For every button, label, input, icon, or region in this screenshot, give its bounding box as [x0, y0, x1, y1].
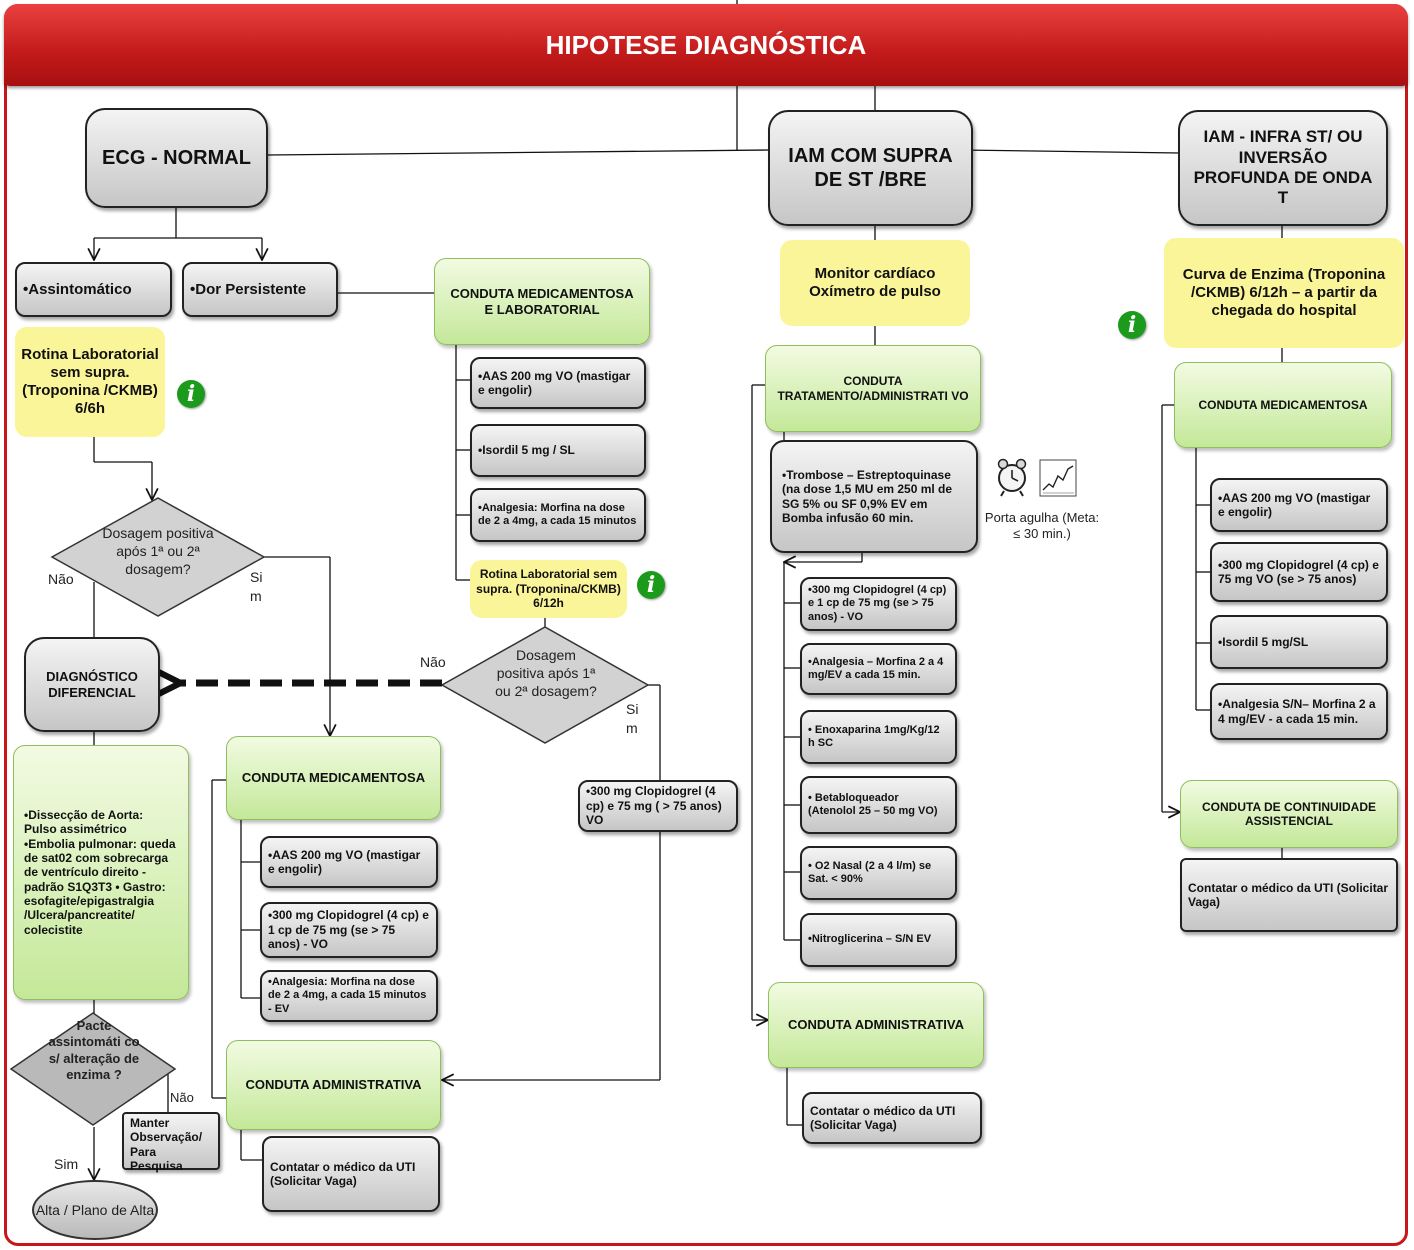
- diagnostico-diferencial-box: DIAGNÓSTICO DIFERENCIAL: [24, 637, 160, 732]
- info-icon[interactable]: i: [1118, 311, 1146, 339]
- assintomatico-box: •Assintomático: [15, 262, 172, 317]
- conduta-medicamentosa-middle: CONDUTA MEDICAMENTOSA: [226, 736, 441, 820]
- conduta-tratamento: CONDUTA TRATAMENTO/ADMINISTRATI VO: [765, 345, 981, 432]
- contatar-uti-infra: Contatar o médico da UTI (Solicitar Vaga…: [1180, 858, 1398, 932]
- iam-infra-box: IAM - INFRA ST/ OU INVERSÃO PROFUNDA DE …: [1178, 110, 1388, 226]
- iam-supra-box: IAM COM SUPRA DE ST /BRE: [768, 110, 973, 226]
- infra-item: •300 mg Clopidogrel (4 cp) e 75 mg VO (s…: [1210, 542, 1388, 602]
- monitor-cardiaco-box: Monitor cardíaco Oxímetro de pulso: [780, 240, 970, 326]
- diagram-frame: [4, 4, 1408, 1246]
- decision-1-text: Dosagem positiva após 1ª ou 2ª dosagem?: [102, 525, 214, 578]
- clopidogrel-side-box: •300 mg Clopidogrel (4 cp) e 75 mg ( > 7…: [578, 780, 738, 832]
- med-item: •AAS 200 mg VO (mastigar e engolir): [260, 836, 438, 888]
- med-lab-item: •AAS 200 mg VO (mastigar e engolir): [470, 357, 646, 409]
- supra-item: •Nitroglicerina – S/N EV: [800, 913, 957, 967]
- infra-item: •Analgesia S/N– Morfina 2 a 4 mg/EV - a …: [1210, 683, 1388, 740]
- decision-diamond-1: [50, 497, 266, 617]
- dor-persistente-box: •Dor Persistente: [182, 262, 338, 317]
- decision-3-sim-label: Sim: [54, 1156, 79, 1172]
- supra-item: •Analgesia – Morfina 2 a 4 mg/EV a cada …: [800, 643, 957, 695]
- porta-agulha-label: Porta agulha (Meta: ≤ 30 min.): [984, 510, 1100, 542]
- decision-2-sim-label: Si m: [626, 701, 639, 736]
- contatar-uti-supra: Contatar o médico da UTI (Solicitar Vaga…: [802, 1092, 982, 1144]
- decision-3-nao-label: Não: [170, 1090, 194, 1105]
- alta-plano-oval: Alta / Plano de Alta: [32, 1180, 158, 1240]
- alarm-clock-icon: [997, 458, 1027, 497]
- rotina-laboratorial-1: Rotina Laboratorial sem supra. (Troponin…: [15, 327, 165, 437]
- rotina-laboratorial-2: Rotina Laboratorial sem supra. (Troponin…: [470, 560, 627, 618]
- decision-1-sim-label: Si m: [250, 569, 263, 604]
- ecg-normal-box: ECG - NORMAL: [85, 108, 268, 208]
- decision-1-nao-label: Não: [48, 571, 74, 587]
- page-title: HIPOTESE DIAGNÓSTICA: [4, 4, 1408, 86]
- diferencial-details-box: •Dissecção de Aorta: Pulso assimétrico •…: [13, 745, 189, 1000]
- conduta-medicamentosa-infra: CONDUTA MEDICAMENTOSA: [1174, 362, 1392, 448]
- supra-item: •300 mg Clopidogrel (4 cp) e 1 cp de 75 …: [800, 577, 957, 631]
- conduta-administrativa-middle: CONDUTA ADMINISTRATIVA: [226, 1040, 441, 1130]
- med-lab-item: •Analgesia: Morfina na dose de 2 a 4mg, …: [470, 488, 646, 542]
- conduta-medicamentosa-laboratorial: CONDUTA MEDICAMENTOSA E LABORATORIAL: [434, 258, 650, 345]
- decision-diamond-3: [9, 1012, 177, 1126]
- curva-enzima-box: Curva de Enzima (Troponina /CKMB) 6/12h …: [1164, 238, 1404, 348]
- trombose-box: •Trombose – Estreptoquinase (na dose 1,5…: [770, 440, 978, 553]
- info-icon[interactable]: i: [637, 571, 665, 599]
- chart-icon: [1039, 459, 1077, 497]
- decision-2-nao-label: Não: [420, 654, 446, 670]
- manter-observacao-box: Manter Observação/ Para Pesquisa: [122, 1112, 220, 1173]
- infra-item: •AAS 200 mg VO (mastigar e engolir): [1210, 478, 1388, 532]
- med-item: •Analgesia: Morfina na dose de 2 a 4mg, …: [260, 970, 438, 1022]
- infra-item: •Isordil 5 mg/SL: [1210, 615, 1388, 669]
- med-lab-item: •Isordil 5 mg / SL: [470, 424, 646, 477]
- decision-diamond-2: [440, 626, 650, 744]
- med-item: •300 mg Clopidogrel (4 cp) e 1 cp de 75 …: [260, 902, 438, 958]
- info-icon[interactable]: i: [177, 380, 205, 408]
- decision-3-text: Pacte assintomáti co s/ alteração de enz…: [48, 1018, 140, 1082]
- decision-2-text: Dosagem positiva após 1ª ou 2ª dosagem?: [495, 647, 597, 700]
- contatar-uti-middle: Contatar o médico da UTI (Solicitar Vaga…: [262, 1136, 440, 1212]
- conduta-continuidade: CONDUTA DE CONTINUIDADE ASSISTENCIAL: [1180, 780, 1398, 848]
- supra-item: • O2 Nasal (2 a 4 l/m) se Sat. < 90%: [800, 846, 957, 900]
- conduta-administrativa-supra: CONDUTA ADMINISTRATIVA: [768, 982, 984, 1068]
- supra-item: • Betabloqueador (Atenolol 25 – 50 mg VO…: [800, 776, 957, 834]
- supra-item: • Enoxaparina 1mg/Kg/12 h SC: [800, 710, 957, 764]
